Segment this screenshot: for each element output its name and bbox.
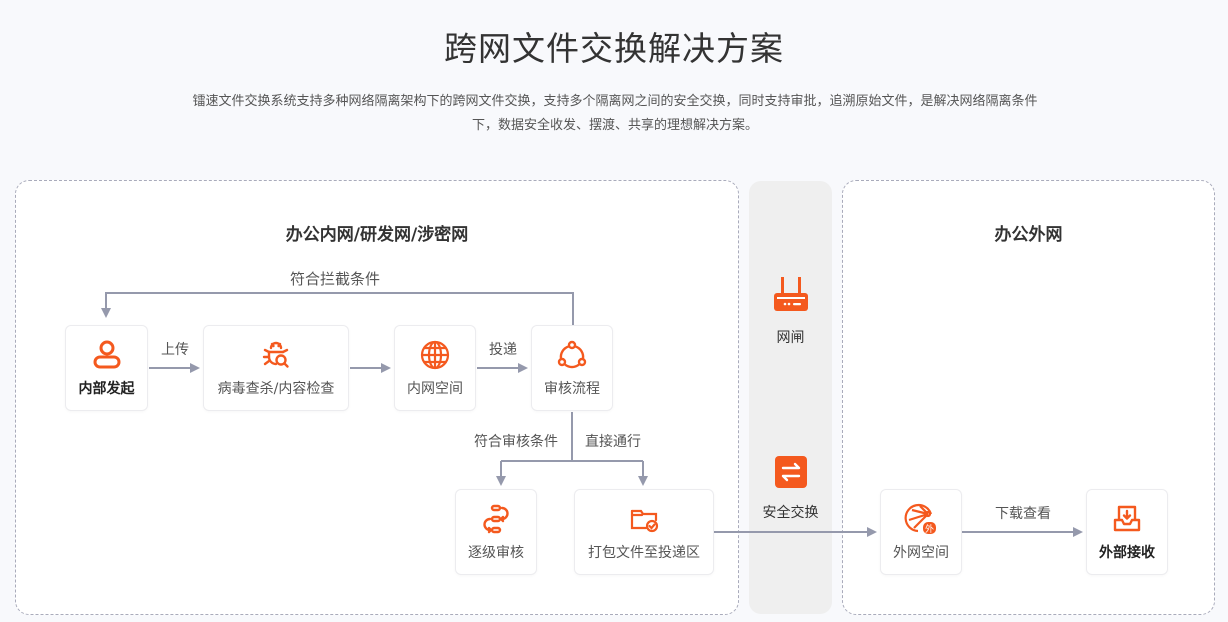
node-label: 病毒查杀/内容检查 [217, 381, 335, 397]
secure-exchange-label: 安全交换 [762, 505, 819, 521]
node-outer-space[interactable]: 外 外网空间 [880, 489, 962, 575]
svg-text:外: 外 [925, 523, 934, 535]
edge-label-meet-review: 符合审核条件 [474, 434, 558, 450]
globe-icon [418, 338, 452, 372]
gateway-item: 网闸 [749, 275, 832, 347]
node-inner-space[interactable]: 内网空间 [394, 325, 476, 411]
secure-exchange-item: 安全交换 [749, 456, 832, 522]
node-label: 外部接收 [1099, 545, 1155, 561]
step-flow-icon [479, 502, 513, 536]
node-review-process[interactable]: 审核流程 [531, 325, 613, 411]
external-globe-icon: 外 [904, 502, 938, 536]
edge-label-deliver: 投递 [489, 342, 517, 358]
external-zone-title: 办公外网 [994, 225, 1063, 245]
node-label: 外网空间 [893, 545, 949, 561]
bug-search-icon [259, 338, 293, 372]
node-label: 逐级审核 [468, 545, 524, 561]
internal-zone-title: 办公内网/研发网/涉密网 [285, 225, 469, 245]
node-label: 内网空间 [407, 381, 463, 397]
node-package-files[interactable]: 打包文件至投递区 [574, 489, 714, 575]
page-description: 镭速文件交换系统支持多种网络隔离架构下的跨网文件交换，支持多个隔离网之间的安全交… [192, 94, 1038, 133]
node-internal-initiate[interactable]: 内部发起 [65, 325, 148, 411]
folder-check-icon [627, 502, 661, 536]
edge-label-intercept: 符合拦截条件 [290, 270, 381, 288]
router-icon [773, 275, 809, 317]
node-label: 打包文件至投递区 [588, 545, 700, 561]
gateway-label: 网闸 [776, 330, 805, 346]
swap-icon [774, 456, 807, 492]
node-label: 审核流程 [544, 381, 600, 397]
node-virus-scan[interactable]: 病毒查杀/内容检查 [203, 325, 349, 411]
node-label: 内部发起 [78, 381, 135, 397]
workflow-icon [555, 338, 589, 372]
edge-label-upload: 上传 [161, 342, 189, 358]
inbox-download-icon [1110, 502, 1144, 536]
gateway-column [749, 181, 832, 614]
edge-label-download-view: 下载查看 [995, 506, 1051, 522]
page-title: 跨网文件交换解决方案 [444, 29, 784, 68]
edge-label-direct-pass: 直接通行 [585, 434, 641, 450]
user-icon [90, 338, 124, 372]
node-external-receive[interactable]: 外部接收 [1086, 489, 1168, 575]
node-stepwise-review[interactable]: 逐级审核 [455, 489, 537, 575]
